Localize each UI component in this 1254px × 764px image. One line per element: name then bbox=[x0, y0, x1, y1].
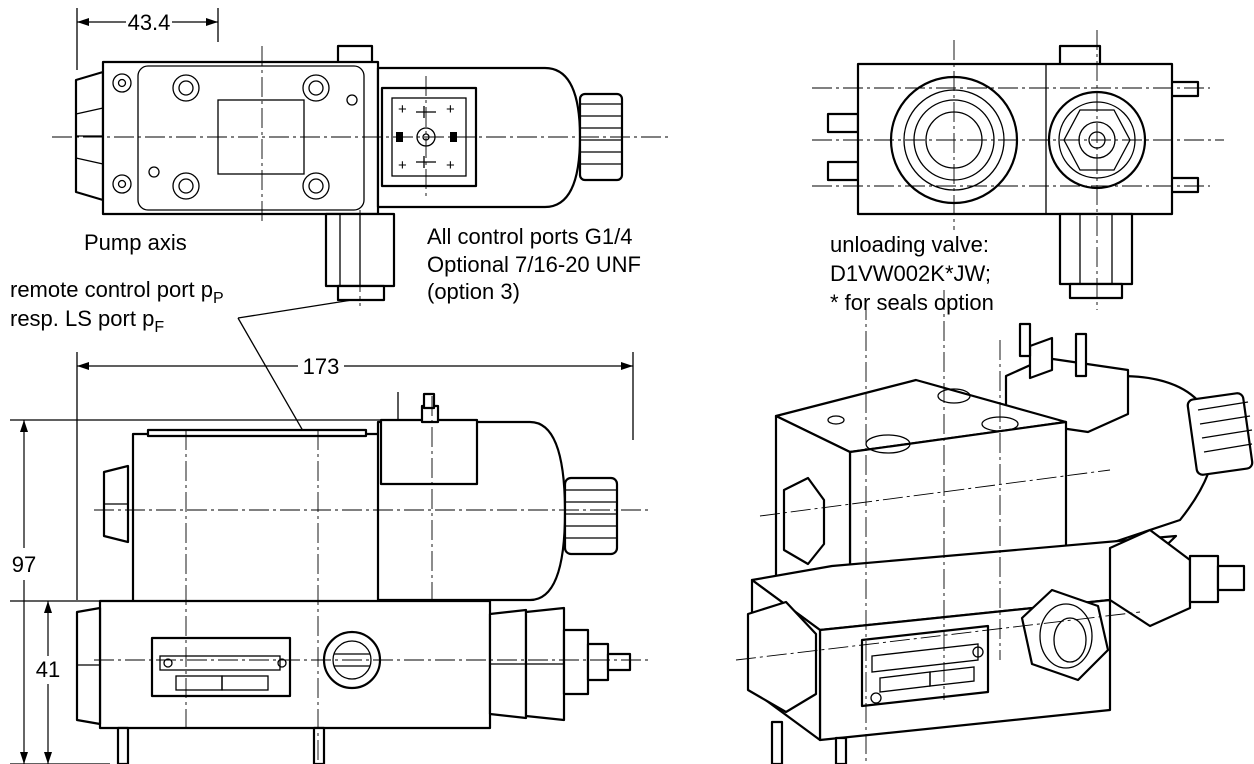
mounting-screws-top bbox=[112, 73, 358, 200]
label-pump-axis: Pump axis bbox=[84, 230, 187, 255]
label-unloading-valve-3: * for seals option bbox=[830, 290, 994, 315]
iso-port-fitting bbox=[1020, 588, 1110, 682]
iso-name-plate bbox=[860, 624, 990, 708]
connector-plug-side bbox=[379, 418, 479, 486]
label-remote-port-sub-2: F bbox=[154, 319, 164, 336]
label-remote-port-1: remote control port p bbox=[10, 277, 213, 302]
svg-text:+: + bbox=[446, 157, 455, 174]
svg-text:+: + bbox=[398, 101, 407, 118]
overall-length-dimension: 173 bbox=[77, 354, 633, 379]
label-unloading-valve: unloading valve: D1VW002K*JW; * for seal… bbox=[830, 232, 994, 315]
svg-text:remote control port pP: remote control port pP bbox=[10, 277, 224, 307]
dim-base-height: 41 bbox=[36, 657, 60, 682]
svg-text:+: + bbox=[446, 101, 455, 118]
label-control-ports-3: (option 3) bbox=[427, 279, 520, 304]
label-remote-port-sub-1: P bbox=[213, 290, 224, 307]
label-unloading-valve-1: unloading valve: bbox=[830, 232, 989, 257]
svg-text:resp. LS port pF: resp. LS port pF bbox=[10, 306, 164, 336]
side-view: 173 97 41 bbox=[10, 352, 648, 764]
dim-overall-length: 173 bbox=[303, 354, 340, 379]
label-remote-port: remote control port pP resp. LS port pF bbox=[10, 277, 224, 336]
dim-top-width: 43.4 bbox=[128, 10, 171, 35]
iso-hex-plug-upper bbox=[782, 476, 826, 566]
label-control-ports-2: Optional 7/16-20 UNF bbox=[427, 252, 641, 277]
label-control-ports: All control ports G1/4 Optional 7/16-20 … bbox=[427, 224, 641, 304]
hex-nut-lower-left bbox=[75, 606, 102, 726]
label-remote-port-2: resp. LS port p bbox=[10, 306, 154, 331]
top-width-dimension: 43.4 bbox=[77, 10, 218, 35]
base-height-dimension: 41 bbox=[36, 601, 60, 764]
manual-override-knob-side bbox=[563, 476, 619, 556]
svg-text:+: + bbox=[398, 157, 407, 174]
label-control-ports-1: All control ports G1/4 bbox=[427, 224, 632, 249]
iso-knob bbox=[1186, 392, 1254, 476]
name-plate-side bbox=[150, 636, 292, 698]
dim-total-height: 97 bbox=[12, 552, 36, 577]
total-height-dimension: 97 bbox=[12, 420, 36, 764]
isometric-view bbox=[735, 290, 1254, 764]
iso-hex-nut-large bbox=[746, 600, 818, 714]
front-view bbox=[812, 30, 1224, 310]
leader-line bbox=[237, 299, 353, 319]
valve-block-side bbox=[131, 432, 381, 604]
label-unloading-valve-2: D1VW002K*JW; bbox=[830, 261, 991, 286]
top-view: 43.4 + + + + bbox=[52, 8, 672, 517]
valve-body-top bbox=[101, 60, 380, 216]
